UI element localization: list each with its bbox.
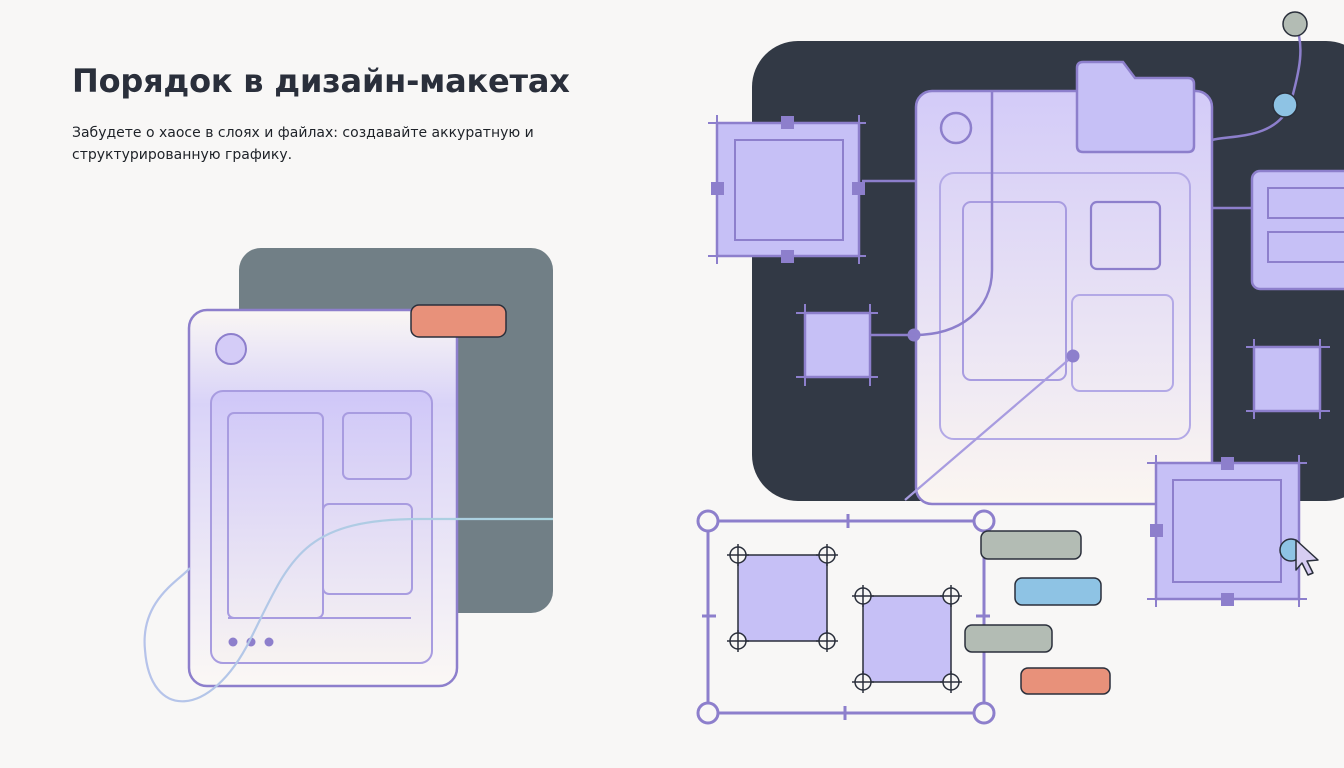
crosshair-handles bbox=[727, 544, 962, 693]
list-card-right bbox=[1250, 169, 1344, 291]
hero-subtitle: Забудете о хаосе в слоях и файлах: созда… bbox=[72, 125, 534, 163]
small-frame-left bbox=[796, 304, 878, 386]
hero-title: Порядок в дизайн-макетах bbox=[72, 62, 570, 100]
window-card bbox=[914, 89, 1214, 506]
pill-sage-small bbox=[964, 624, 1053, 653]
selected-frame-bottomright bbox=[1147, 455, 1307, 607]
pill-coral bbox=[1020, 667, 1111, 695]
window-diagonal-guide bbox=[904, 355, 1074, 501]
guide-node bbox=[1066, 349, 1080, 363]
left-mockup-group bbox=[143, 248, 553, 703]
artboard-square-two bbox=[862, 595, 952, 683]
window-tall-block bbox=[962, 201, 1067, 381]
connector-node-blue bbox=[1272, 92, 1298, 118]
pill-sky bbox=[1014, 577, 1102, 606]
window-small-block bbox=[1089, 200, 1162, 271]
window-inner-frame bbox=[939, 172, 1191, 440]
flow-wire bbox=[143, 517, 553, 703]
folder-icon bbox=[1075, 60, 1196, 154]
artboard-square-one bbox=[737, 554, 828, 642]
crosshair-handle-icon bbox=[727, 544, 749, 566]
window-medium-block bbox=[1071, 294, 1174, 392]
mockup-medium-block bbox=[322, 503, 413, 595]
selected-frame-topleft bbox=[708, 115, 866, 264]
mockup-inner-frame bbox=[210, 390, 433, 664]
artboard-frame bbox=[696, 509, 996, 725]
connector-node-top bbox=[1282, 11, 1308, 37]
right-canvas-group bbox=[696, 11, 1344, 725]
crosshair-handle-icon bbox=[940, 585, 962, 607]
cursor-icon bbox=[1279, 538, 1319, 576]
mockup-small-block bbox=[342, 412, 412, 480]
window-avatar bbox=[939, 111, 973, 145]
crosshair-handle-icon bbox=[852, 671, 874, 693]
crosshair-handle-icon bbox=[727, 630, 749, 652]
window-guide-curve bbox=[913, 91, 994, 337]
mockup-avatar bbox=[215, 333, 247, 365]
crosshair-handle-icon bbox=[940, 671, 962, 693]
coral-tag bbox=[410, 304, 507, 338]
crosshair-handle-icon bbox=[852, 585, 874, 607]
small-frame-right bbox=[1246, 339, 1330, 419]
crosshair-handle-icon bbox=[816, 544, 838, 566]
crosshair-handle-icon bbox=[816, 630, 838, 652]
pill-sage bbox=[980, 530, 1082, 560]
